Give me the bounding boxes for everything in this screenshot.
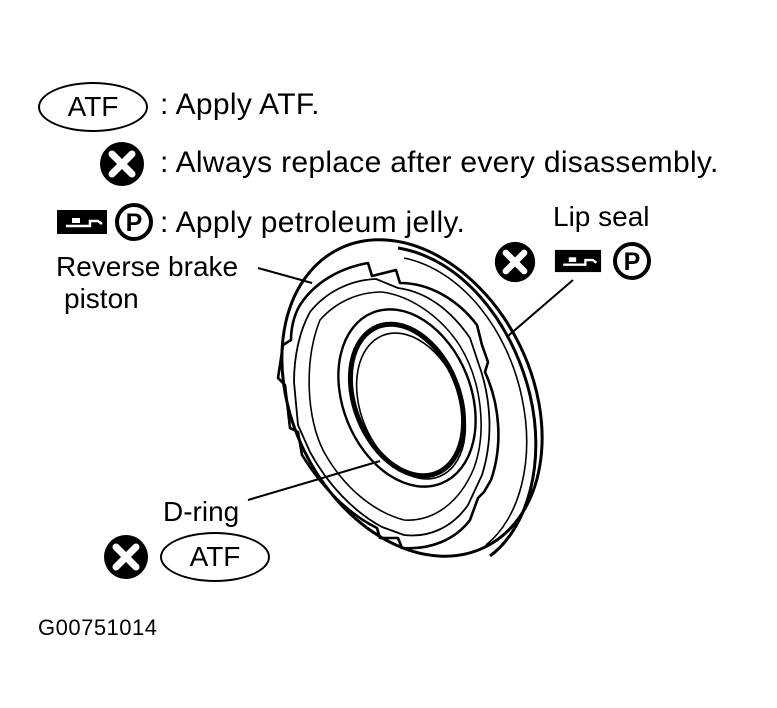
p-circle-icon: P (613, 242, 651, 280)
x-circle-icon (104, 535, 148, 579)
label-reverse-brake-piston-line2: piston (64, 283, 139, 314)
svg-text:P: P (624, 248, 641, 276)
grease-tube-icon (57, 210, 107, 234)
label-lip-seal: Lip seal (553, 201, 650, 232)
grease-tube-icon (554, 249, 602, 273)
label-d-ring: D-ring (163, 496, 240, 527)
atf-symbol: ATF (38, 82, 148, 132)
d-ring-atf-text: ATF (189, 541, 241, 572)
p-circle-icon: P (115, 203, 153, 241)
x-circle-icon (494, 241, 536, 283)
x-circle-icon (100, 142, 144, 186)
label-reverse-brake-piston-line1: Reverse brake (56, 251, 239, 282)
figure-code: G00751014 (38, 615, 158, 640)
legend-atf-text: : Apply ATF. (160, 88, 320, 121)
d-ring-atf-symbol: ATF (160, 532, 270, 582)
legend-petroleum-text: : Apply petroleum jelly. (160, 206, 466, 239)
legend-replace-text: : Always replace after every disassembly… (160, 146, 719, 179)
atf-symbol-text: ATF (67, 91, 119, 122)
svg-text:P: P (126, 209, 143, 237)
